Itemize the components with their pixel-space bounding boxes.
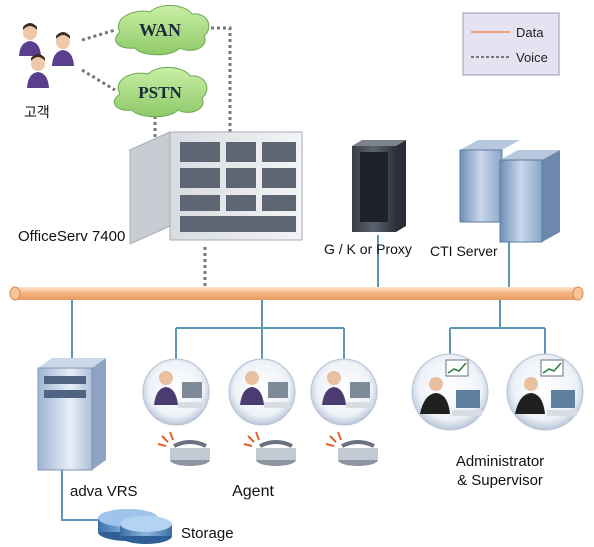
agent-person-icon xyxy=(245,371,259,385)
supervisor-person-icon xyxy=(429,377,443,391)
agent-person-icon xyxy=(159,371,173,385)
admin-station-1 xyxy=(411,353,489,431)
voice-links xyxy=(81,26,232,290)
vrs-label: adva VRS xyxy=(70,483,138,500)
agent-station-2 xyxy=(228,358,296,466)
monitor-icon xyxy=(350,382,370,398)
link-vrs-storage xyxy=(61,470,105,521)
agent-station-1 xyxy=(142,358,210,466)
voice-link-wan-officeserv xyxy=(205,26,232,133)
admin-label-line1: Administrator xyxy=(456,453,544,470)
admin-label-line2: & Supervisor xyxy=(457,472,543,489)
data-links xyxy=(61,235,546,521)
wan-cloud: WAN xyxy=(115,5,210,56)
voice-link-customer-wan xyxy=(81,28,116,42)
wan-label: WAN xyxy=(139,20,181,40)
link-agents xyxy=(175,300,345,365)
legend-voice-label: Voice xyxy=(516,50,548,65)
network-backbone xyxy=(9,286,584,301)
ring-icon xyxy=(243,431,260,447)
customer-person-icon xyxy=(27,54,49,88)
supervisor-person-icon xyxy=(524,377,538,391)
officeserv-label: OfficeServ 7400 xyxy=(18,228,125,245)
customer-person-icon xyxy=(52,32,74,66)
admin-station-2 xyxy=(506,353,584,431)
cti-server: CTI Server xyxy=(430,140,560,259)
customers-group: 고객 xyxy=(19,23,74,120)
agent-label: Agent xyxy=(232,483,274,500)
ring-icon xyxy=(157,431,174,447)
agent-person-icon xyxy=(327,371,341,385)
pstn-cloud: PSTN xyxy=(113,67,208,118)
storage-disks: Storage xyxy=(98,509,234,544)
ring-icon xyxy=(325,431,342,447)
vrs-server: adva VRS xyxy=(37,358,138,500)
phone-icon xyxy=(170,440,210,466)
cti-server-label: CTI Server xyxy=(430,243,498,259)
gk-proxy-server: G / K or Proxy xyxy=(324,140,412,257)
customer-person-icon xyxy=(19,23,41,56)
legend: Data Voice xyxy=(462,12,560,76)
customers-label: 고객 xyxy=(24,104,50,120)
phone-icon xyxy=(338,440,378,466)
storage-label: Storage xyxy=(181,525,234,542)
link-admins xyxy=(449,300,546,362)
legend-data-label: Data xyxy=(516,25,544,40)
gk-proxy-label: G / K or Proxy xyxy=(324,241,412,257)
chart-board-icon xyxy=(445,359,469,377)
monitor-icon xyxy=(182,382,202,398)
phone-icon xyxy=(256,440,296,466)
monitor-icon xyxy=(268,382,288,398)
chart-board-icon xyxy=(540,359,564,377)
voice-link-customer-pstn xyxy=(81,68,116,92)
agent-station-3 xyxy=(310,358,378,466)
officeserv-chassis: OfficeServ 7400 xyxy=(18,131,304,245)
pstn-label: PSTN xyxy=(138,83,182,102)
monitor-icon xyxy=(456,390,480,408)
monitor-icon xyxy=(551,390,575,408)
